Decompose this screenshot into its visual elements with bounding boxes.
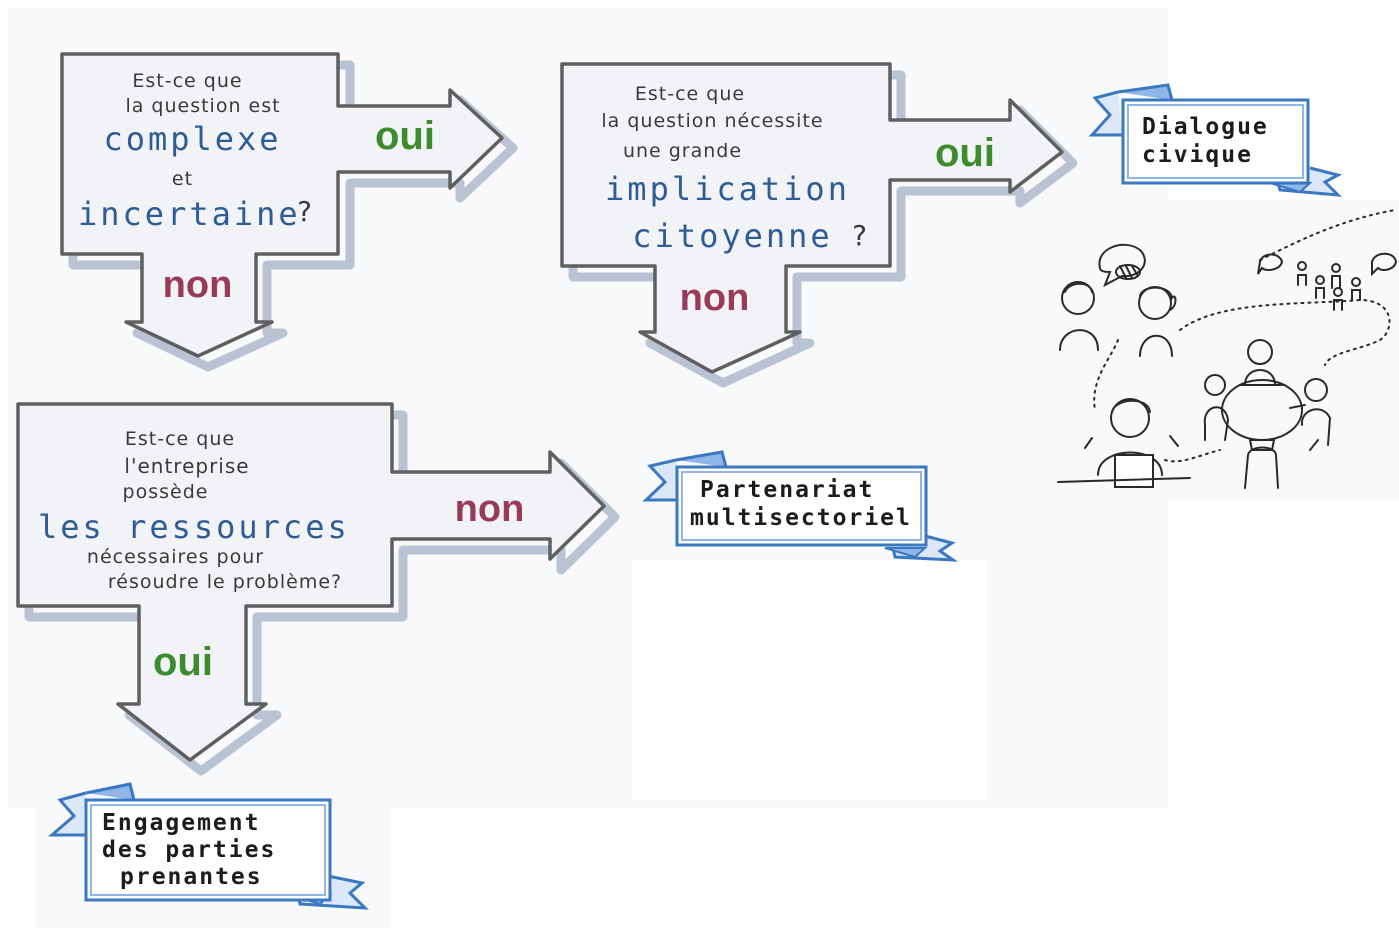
q3-keyword-ressources: les ressources — [38, 508, 350, 546]
dialogue-line2: civique — [1142, 141, 1253, 168]
partenariat-line2: multisectoriel — [690, 504, 912, 531]
banner-dialogue-civique — [1088, 83, 1343, 197]
outcome-engagement: Engagement des parties prenantes — [102, 810, 276, 891]
q3-line4: nécessaires pour — [86, 546, 265, 568]
q1-keyword-complexe: complexe — [103, 120, 282, 158]
q2-line3: une grande — [622, 140, 743, 162]
q3-line5: résoudre le problème? — [107, 571, 343, 593]
outcome-dialogue-civique: Dialogue civique — [1142, 114, 1269, 169]
q3-line2: l'entreprise — [124, 454, 250, 478]
q3-line1: Est-ce que — [124, 428, 236, 450]
q1-connector: et — [171, 168, 194, 190]
q3-yes-label: oui — [153, 640, 213, 684]
civic-dialogue-illustration — [1057, 209, 1398, 489]
engagement-line2: des parties — [102, 837, 277, 864]
q2-keyword-citoyenne: citoyenne — [632, 217, 833, 255]
q1-decision-box — [60, 52, 518, 372]
engagement-line1: Engagement — [102, 810, 261, 836]
dialogue-line1: Dialogue — [1142, 114, 1269, 140]
q2-yes-label: oui — [935, 131, 995, 175]
q3-no-label: non — [454, 488, 525, 530]
q2-no-label: non — [679, 277, 750, 319]
blank-area — [632, 560, 987, 800]
q1-line2: la question est — [125, 95, 281, 117]
banner-partenariat — [642, 450, 959, 562]
q2-question-mark: ? — [852, 219, 868, 252]
q1-question-mark: ? — [297, 195, 313, 228]
banner-engagement — [47, 782, 369, 910]
partenariat-line1: Partenariat — [700, 477, 875, 503]
q2-line2: la question nécessite — [601, 110, 824, 132]
q1-keyword-incertaine: incertaine — [78, 195, 301, 233]
outcome-partenariat: Partenariat multisectoriel — [690, 477, 912, 532]
q2-keyword-implication: implication — [605, 170, 850, 208]
q3-decision-box — [16, 402, 620, 776]
q1-yes-label: oui — [375, 114, 435, 158]
q2-line1: Est-ce que — [634, 83, 746, 105]
engagement-line3: prenantes — [120, 864, 263, 891]
q1-line1: Est-ce que — [132, 70, 243, 92]
q3-line3: possède — [122, 481, 209, 503]
q2-decision-box — [560, 62, 1078, 388]
q1-no-label: non — [162, 264, 233, 306]
